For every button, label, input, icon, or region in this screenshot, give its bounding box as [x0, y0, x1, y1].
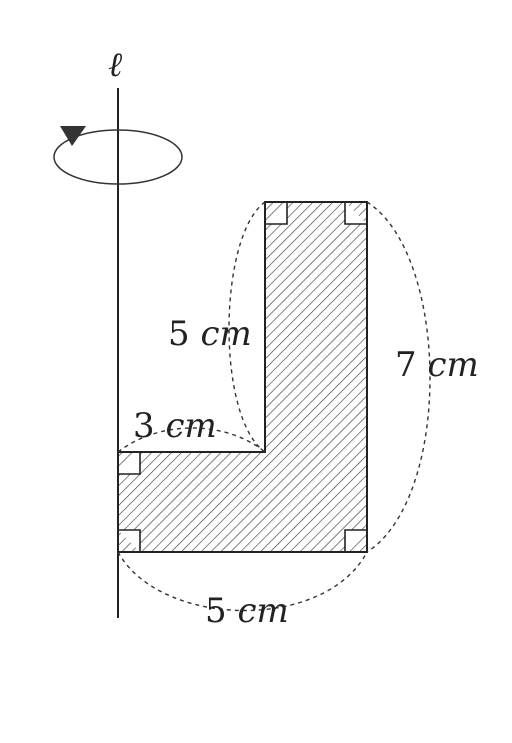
right-angle-marker-bottom-right — [344, 529, 367, 552]
dimension-arc-inner-width — [117, 427, 266, 453]
dimension-label-inner-width: 3 cm — [133, 406, 217, 446]
right-angle-marker-top-right — [344, 202, 367, 225]
dimension-label-bottom-width: 5 cm — [205, 591, 289, 631]
dimension-arc-outer-height — [366, 201, 431, 553]
right-angle-marker-top-left — [265, 202, 288, 225]
dimension-arc-inner-height — [228, 201, 266, 453]
axis-label: ℓ — [108, 45, 122, 85]
dimension-label-outer-height: 7 cm — [395, 345, 479, 385]
dimension-arc-bottom-width — [117, 551, 368, 612]
l-shaped-region — [117, 201, 368, 553]
rotation-arrowhead-icon — [60, 126, 86, 146]
rotation-arrow-ellipse — [53, 129, 183, 185]
right-angle-marker-step — [118, 452, 141, 475]
right-angle-marker-bottom-left — [118, 529, 141, 552]
dimension-label-inner-height: 5 cm — [168, 314, 252, 354]
